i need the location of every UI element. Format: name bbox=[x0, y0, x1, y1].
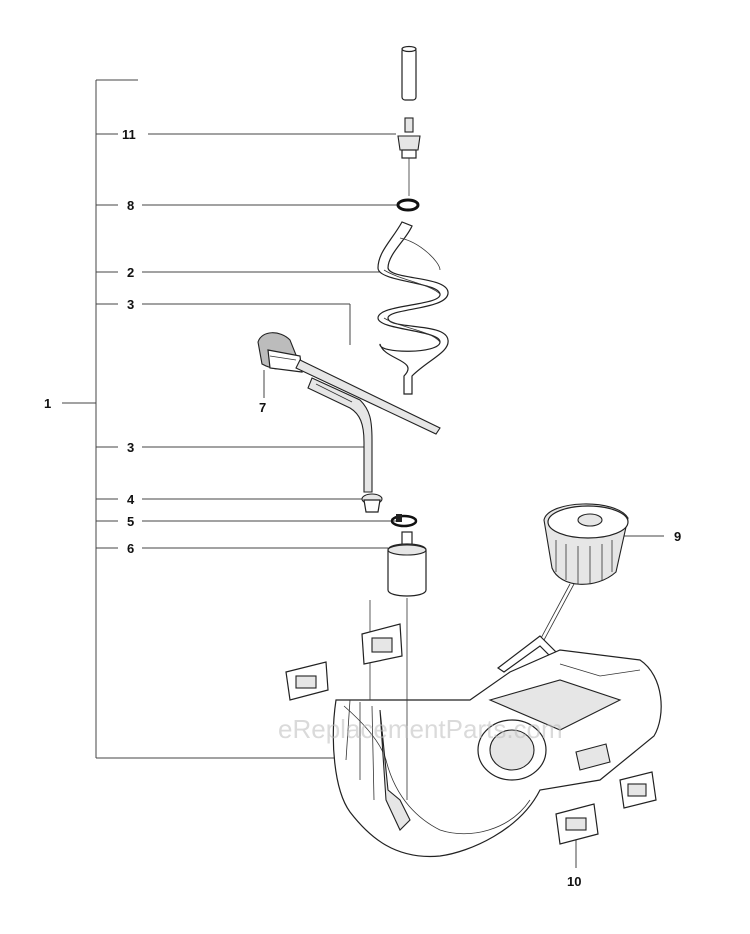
callout-3-lower: 3 bbox=[127, 440, 134, 455]
callout-10: 10 bbox=[567, 874, 581, 889]
part-10-rubber-mounts bbox=[285, 623, 657, 845]
callout-2: 2 bbox=[127, 265, 134, 280]
callout-11: 11 bbox=[122, 127, 136, 142]
part-3-hose bbox=[295, 359, 441, 493]
callout-5: 5 bbox=[127, 514, 134, 529]
part-6-fuel-filter bbox=[387, 531, 427, 690]
callout-4: 4 bbox=[127, 492, 135, 507]
callout-9: 9 bbox=[674, 529, 681, 544]
fuel-tank-body bbox=[332, 600, 662, 858]
part-11-fuel-nipple bbox=[397, 45, 421, 196]
callout-8: 8 bbox=[127, 198, 134, 213]
callout-3-upper: 3 bbox=[127, 297, 134, 312]
watermark: eReplacementParts.com bbox=[278, 714, 563, 744]
callout-1: 1 bbox=[44, 396, 51, 411]
part-2-coiled-hose bbox=[377, 221, 449, 395]
leader-lines bbox=[96, 133, 664, 868]
part-7-tank-vent bbox=[257, 332, 303, 373]
callout-7: 7 bbox=[259, 400, 266, 415]
part-8-o-ring bbox=[396, 198, 420, 212]
assembly-bracket bbox=[62, 79, 338, 759]
part-9-fuel-cap bbox=[496, 503, 629, 673]
callout-6: 6 bbox=[127, 541, 134, 556]
part-4-grommet bbox=[361, 493, 383, 513]
part-5-hose-clamp bbox=[390, 514, 418, 528]
